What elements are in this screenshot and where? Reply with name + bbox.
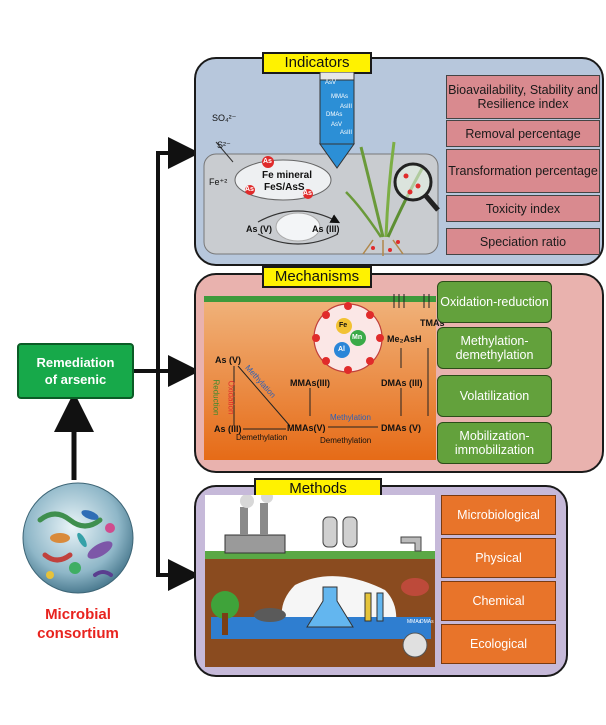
sulfide-label: S²⁻ bbox=[217, 140, 231, 150]
mechanisms-illustration bbox=[204, 294, 436, 460]
mech-demethylation-1: Demethylation bbox=[236, 433, 288, 442]
methods-mmas-label: MMAs bbox=[407, 619, 422, 625]
tube-label-6: AsIII bbox=[340, 130, 353, 136]
tube-label-2: MMAs bbox=[331, 94, 348, 100]
cell-al-label: Al bbox=[338, 346, 345, 353]
tube-label-4: DMAs bbox=[326, 112, 343, 118]
remediation-label-line1: Remediation bbox=[36, 355, 115, 370]
tube-label-1: AsV bbox=[325, 80, 337, 86]
mech-as-v: As (V) bbox=[215, 355, 242, 365]
cell-mn-label: Mn bbox=[352, 334, 363, 341]
tube-label-5: AsV bbox=[331, 122, 343, 128]
as-v-label: As (V) bbox=[246, 224, 273, 234]
methods-dmas-label: DMAs bbox=[420, 619, 434, 625]
mechanism-box-volatilization: Volatilization bbox=[437, 375, 552, 417]
tube-label-3: AsIII bbox=[340, 104, 353, 110]
as-badge-3: As bbox=[303, 190, 312, 197]
indicator-box-bioavailability: Bioavailability, Stability and Resilienc… bbox=[446, 75, 600, 119]
indicators-illustration bbox=[203, 72, 440, 256]
iron-label: Fe⁺² bbox=[209, 177, 228, 187]
as-badge-1: As bbox=[263, 158, 272, 165]
mech-mmas-v: MMAs(V) bbox=[287, 423, 326, 433]
as-badge-2: As bbox=[245, 186, 254, 193]
mech-oxidation: Oxidation bbox=[226, 380, 236, 415]
indicators-title: Indicators bbox=[262, 52, 372, 74]
remediation-box: Remediation of arsenic bbox=[17, 343, 134, 399]
mech-demethylation-2: Demethylation bbox=[320, 436, 372, 445]
consortium-label-line1: Microbial bbox=[45, 606, 111, 623]
indicator-box-speciation: Speciation ratio bbox=[446, 228, 600, 255]
mineral-label-line2: FeS/AsS bbox=[264, 182, 305, 193]
method-box-microbiological: Microbiological bbox=[441, 495, 556, 535]
microbial-consortium-image bbox=[22, 482, 134, 594]
consortium-label-line2: consortium bbox=[37, 625, 119, 642]
indicator-box-removal: Removal percentage bbox=[446, 120, 600, 147]
mechanism-box-mobilization: Mobilization-immobilization bbox=[437, 422, 552, 464]
mech-me2ash: Me₂AsH bbox=[387, 334, 422, 344]
mech-methylation: Methylation bbox=[330, 413, 371, 422]
methods-illustration bbox=[205, 495, 435, 667]
mechanisms-title: Mechanisms bbox=[262, 266, 372, 288]
mech-dmas-iii: DMAs (III) bbox=[381, 378, 423, 388]
mineral-label-line1: Fe mineral bbox=[262, 170, 313, 181]
mech-mmas-iii: MMAs(III) bbox=[290, 378, 330, 388]
indicator-box-toxicity: Toxicity index bbox=[446, 195, 600, 222]
cell-fe-label: Fe bbox=[339, 322, 348, 329]
mech-as-iii: As (III) bbox=[214, 424, 242, 434]
indicator-box-transformation: Transformation percentage bbox=[446, 149, 600, 193]
mech-dmas-v: DMAs (V) bbox=[381, 423, 421, 433]
mech-reduction: Reduction bbox=[211, 379, 221, 416]
mechanism-box-methylation: Methylation-demethylation bbox=[437, 327, 552, 369]
mechanism-box-oxidation-reduction: Oxidation-reduction bbox=[437, 281, 552, 323]
method-box-ecological: Ecological bbox=[441, 624, 556, 664]
as-iii-label: As (III) bbox=[312, 224, 340, 234]
sulfate-label: SO₄²⁻ bbox=[212, 113, 237, 123]
consortium-label: Microbial consortium bbox=[20, 605, 136, 643]
method-box-chemical: Chemical bbox=[441, 581, 556, 621]
method-box-physical: Physical bbox=[441, 538, 556, 578]
remediation-label-line2: of arsenic bbox=[44, 372, 107, 387]
mech-tmas: TMAs bbox=[420, 318, 445, 328]
